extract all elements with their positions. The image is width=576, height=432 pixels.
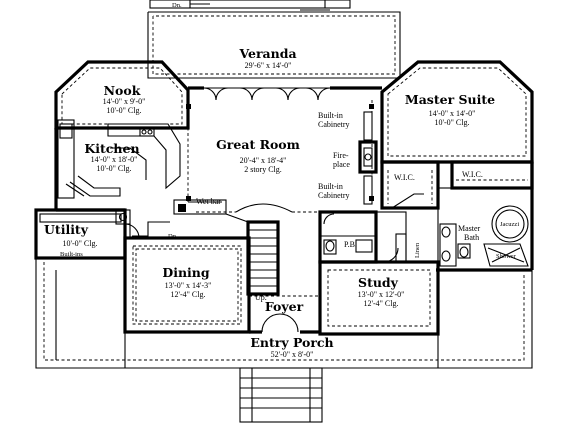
foyer-area: [249, 295, 320, 333]
nook-title: Nook: [104, 83, 141, 98]
master-suite-title: Master Suite: [405, 92, 495, 107]
utility-ceiling: 10'-0" Clg.: [63, 239, 98, 248]
wet-bar-stair: [132, 199, 280, 296]
shower-label: Shower: [496, 253, 517, 260]
nook-size: 14'-0" x 9'-0": [103, 97, 146, 106]
utility-built-ins: Built-ins: [60, 251, 83, 258]
kitchen-size: 14'-0" x 18'-0": [91, 155, 138, 164]
master-suite-size: 14'-0" x 14'-0": [429, 109, 476, 118]
built-in-upper-2: Cabinetry: [318, 120, 350, 129]
wet-bar-label: Wet bar: [196, 197, 221, 206]
fireplace-label-2: place: [333, 160, 350, 169]
dining-ceiling-outline: [132, 245, 242, 325]
jacuzzi-label: Jacuzzi: [500, 221, 519, 228]
great-room-size: 20'-4" x 18'-4": [240, 156, 287, 165]
master-bath-label-2: Bath: [464, 233, 479, 242]
veranda-title: Veranda: [238, 46, 296, 61]
utility-title: Utility: [44, 222, 89, 237]
built-in-lower-1: Built-in: [318, 182, 343, 191]
study-ceiling-outline: [327, 269, 431, 327]
kitchen-ceiling: 10'-0" Clg.: [97, 164, 132, 173]
study-size: 13'-0" x 12'-0": [358, 290, 405, 299]
nook-ceiling: 10'-0" Clg.: [107, 106, 142, 115]
dining-ceiling-inner: [135, 248, 239, 322]
dn-stair-label: Dn.: [168, 233, 178, 240]
foyer-title: Foyer: [265, 299, 304, 314]
kitchen-title: Kitchen: [84, 141, 139, 156]
master-suite-ceiling: 10'-0" Clg.: [435, 118, 470, 127]
dining-ceiling: 12'-4" Clg.: [171, 290, 206, 299]
great-room-ceiling: 2 story Clg.: [244, 165, 282, 174]
entry-porch-title: Entry Porch: [250, 335, 333, 350]
dn-top-label: Dn.: [172, 2, 182, 9]
veranda-size: 29'-6" x 14'-0": [245, 61, 292, 70]
veranda-french-doors: [203, 87, 331, 101]
wic-left-label: W.I.C.: [394, 173, 415, 182]
entry-porch-size: 52'-0" x 8'-0": [271, 350, 314, 359]
built-in-lower-2: Cabinetry: [318, 191, 350, 200]
study-ceiling: 12'-4" Clg.: [364, 299, 399, 308]
dining-title: Dining: [162, 265, 210, 280]
study-title: Study: [358, 275, 399, 290]
kitchen-counters: [57, 119, 181, 199]
built-in-upper-1: Built-in: [318, 111, 343, 120]
pb-label: P.B.: [344, 240, 357, 249]
dining-size: 13'-0" x 14'-3": [165, 281, 212, 290]
wic-right-label: W.I.C.: [462, 170, 483, 179]
master-bath-label-1: Master: [458, 224, 481, 233]
great-room-outline: [186, 100, 378, 213]
room-labels: Dn. Veranda 29'-6" x 14'-0" Nook 14'-0" …: [44, 2, 519, 359]
up-label: Up.: [255, 293, 267, 302]
utility-room: [34, 208, 140, 260]
fireplace-label-1: Fire-: [333, 151, 349, 160]
powder-bath-hall: [318, 210, 407, 264]
great-room-title: Great Room: [216, 137, 300, 152]
linen-label: Linen: [414, 242, 421, 258]
master-closets-bath: [380, 160, 534, 271]
front-steps: [239, 367, 323, 423]
